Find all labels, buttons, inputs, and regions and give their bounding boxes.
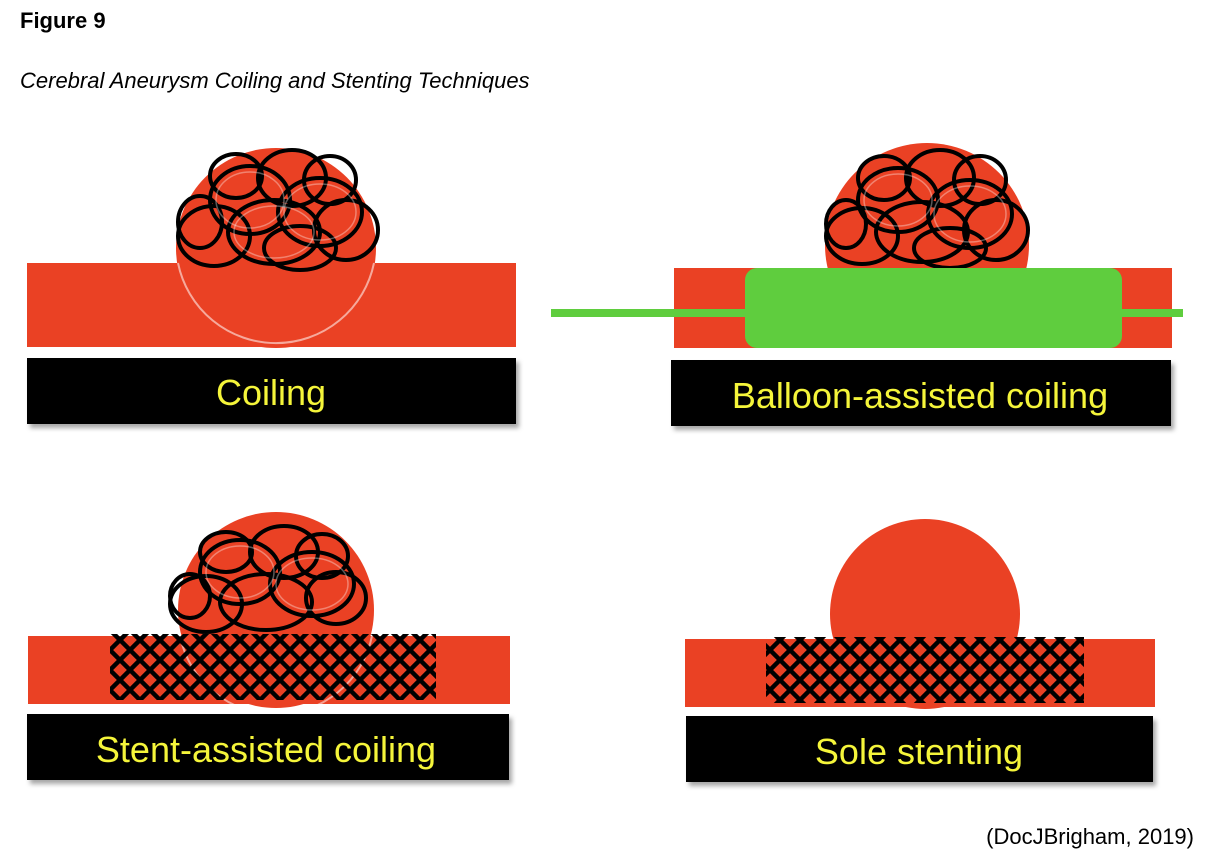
label-band-coiling xyxy=(27,358,516,424)
panel-coiling: Coiling xyxy=(27,148,516,424)
parent-vessel xyxy=(27,263,516,347)
balloon xyxy=(745,268,1122,348)
label-band-sole xyxy=(686,716,1153,782)
coil-highlights xyxy=(215,171,357,259)
panel-label-sole: Sole stenting xyxy=(815,731,1023,772)
figure-label: Figure 9 xyxy=(20,8,106,33)
figure-title: Cerebral Aneurysm Coiling and Stenting T… xyxy=(20,68,530,93)
coil-highlights xyxy=(863,173,1007,243)
panel-stent-assisted: Stent-assisted coiling xyxy=(27,512,510,780)
panel-label-balloon: Balloon-assisted coiling xyxy=(732,375,1108,416)
label-band-balloon xyxy=(671,360,1171,426)
stent-mesh xyxy=(766,637,1084,703)
figure-credit: (DocJBrigham, 2019) xyxy=(986,824,1194,849)
coil-mass xyxy=(168,524,368,634)
label-band-stent xyxy=(27,714,509,780)
panel-sole-stenting: Sole stenting xyxy=(685,519,1155,782)
coil-highlights xyxy=(205,545,349,611)
panel-balloon-assisted: Balloon-assisted coiling xyxy=(551,143,1183,426)
stent-mesh xyxy=(110,634,436,700)
panel-label-coiling: Coiling xyxy=(216,372,326,413)
coil-mass xyxy=(176,148,380,272)
panel-label-stent: Stent-assisted coiling xyxy=(96,729,436,770)
coil-mass xyxy=(824,148,1030,270)
aneurysm-neck-outline xyxy=(177,262,375,345)
